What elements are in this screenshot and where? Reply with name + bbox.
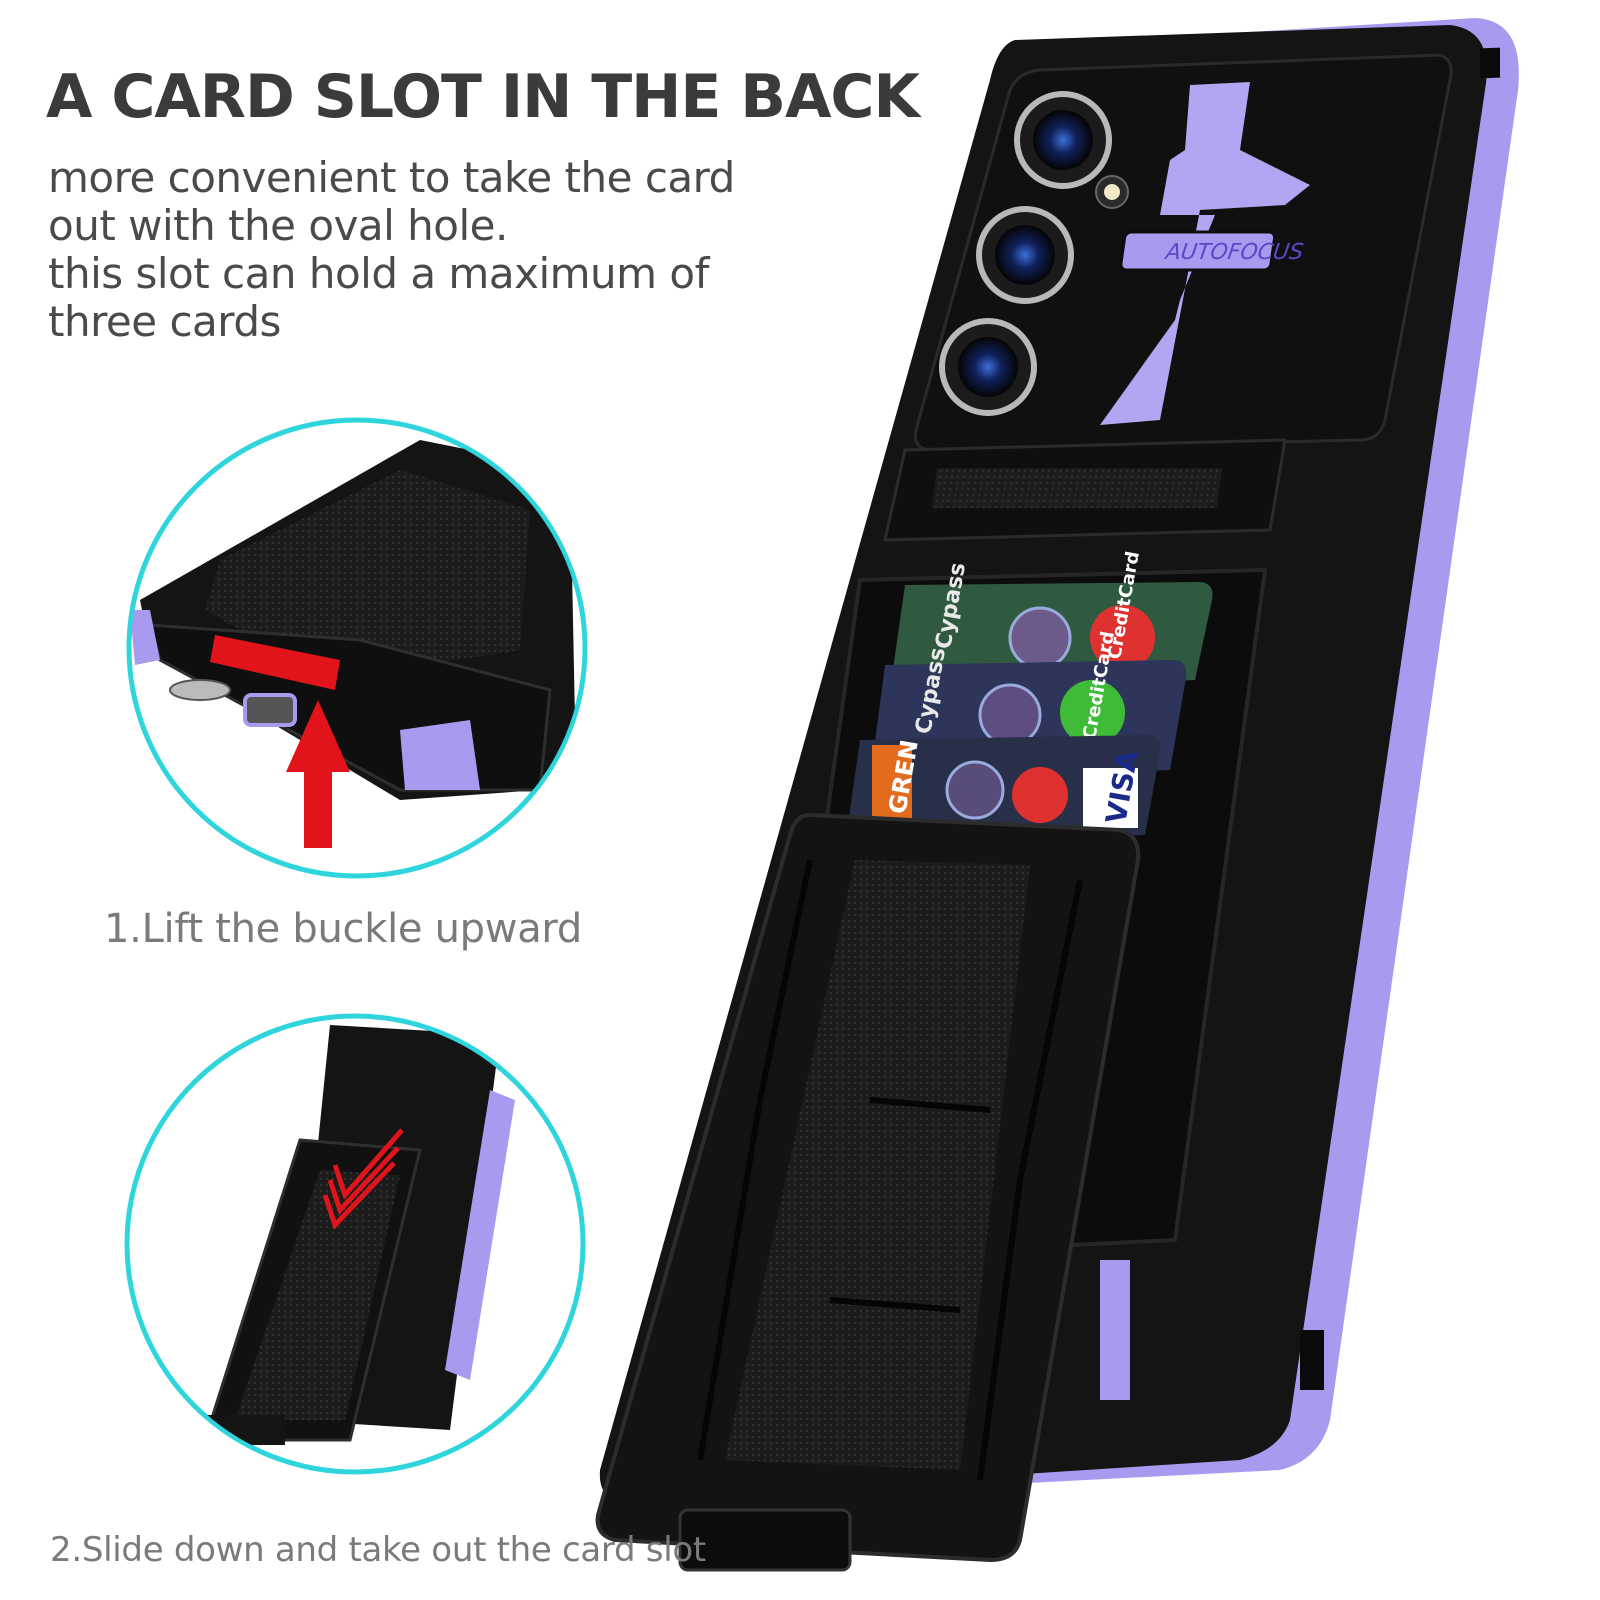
description-line: three cards xyxy=(48,297,281,346)
cards: Cypass CreditCard Cypass CreditCard GREN… xyxy=(845,550,1213,845)
cover-tab xyxy=(678,1508,852,1572)
step-2-caption: 2.Slide down and take out the card slot xyxy=(50,1530,706,1570)
chevron-down-icon xyxy=(322,1128,404,1230)
headline: A CARD SLOT IN THE BACK xyxy=(46,62,920,132)
detail-circle-lift xyxy=(126,417,588,879)
card-3: GREN VISA xyxy=(845,735,1161,845)
camera-lenses xyxy=(939,91,1129,416)
up-arrow-icon xyxy=(286,700,350,848)
kickstand-grip xyxy=(931,468,1223,508)
phone-case: AUTOFOCUS Cypass CreditCard xyxy=(595,18,1519,1572)
camera-purple-inset xyxy=(1100,82,1310,425)
detail-circle-slide xyxy=(124,1013,586,1475)
purple-corner xyxy=(400,720,480,790)
description: more convenient to take the card out wit… xyxy=(48,154,868,346)
description-line: more convenient to take the card xyxy=(48,153,735,202)
description-line: this slot can hold a maximum of xyxy=(48,249,709,298)
side-ridges xyxy=(1100,47,1500,1400)
autofocus-label: AUTOFOCUS xyxy=(1162,239,1305,265)
autofocus-badge xyxy=(1119,230,1277,272)
red-highlight xyxy=(210,635,340,690)
step-1-caption: 1.Lift the buckle upward xyxy=(104,906,582,952)
cover-grip-center xyxy=(725,860,1030,1470)
description-line: out with the oval hole. xyxy=(48,201,508,250)
cover-ridges xyxy=(697,859,1083,1481)
